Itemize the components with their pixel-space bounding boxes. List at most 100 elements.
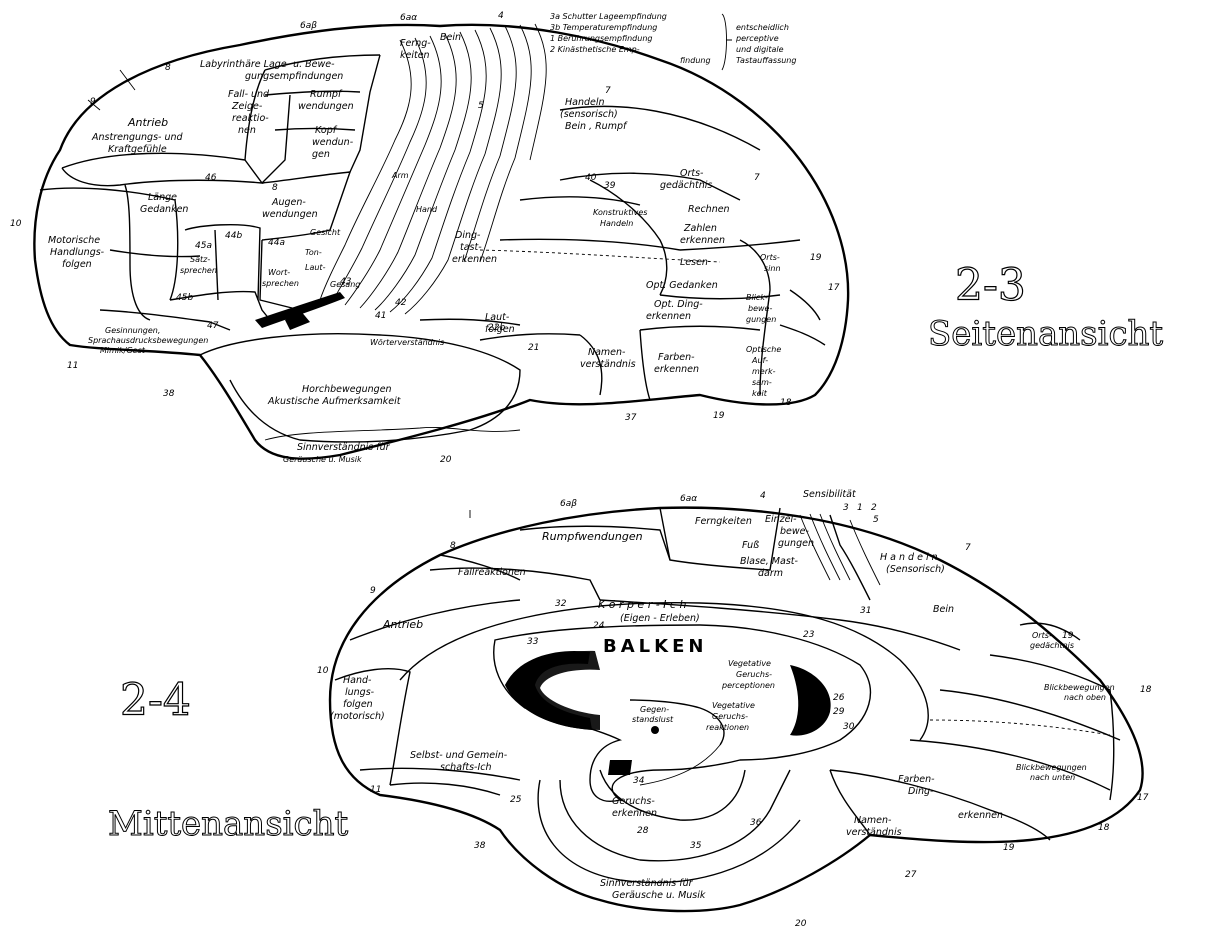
- region-label: Satz-: [190, 255, 210, 264]
- region-label: gedächtnis: [1030, 641, 1074, 650]
- region-label: lungs-: [345, 687, 375, 698]
- area-number: 10: [10, 219, 22, 229]
- area-number: 44b: [225, 231, 242, 241]
- region-label: folgen: [62, 259, 92, 270]
- region-label: gungen: [778, 538, 814, 549]
- balken-label: BALKEN: [603, 636, 707, 657]
- area-number: 30: [843, 722, 855, 732]
- region-label: gedächtnis: [660, 180, 712, 191]
- area-number: 46: [205, 173, 217, 183]
- area-number: 10: [317, 666, 329, 676]
- region-label: Wort-: [268, 268, 290, 277]
- region-label: Geruchs-: [612, 796, 655, 807]
- region-label: Sensibilität: [803, 489, 857, 500]
- region-label: perceptionen: [721, 681, 775, 690]
- legend-line: findung: [680, 56, 711, 65]
- region-label: Hand-: [343, 675, 372, 686]
- area-number: 18: [1098, 823, 1110, 833]
- region-label: erkennen: [452, 254, 497, 265]
- region-label: Handeln: [600, 219, 633, 228]
- region-label: Geräusche u. Musik: [612, 890, 706, 901]
- region-label: standslust: [632, 715, 674, 724]
- area-number: 37: [625, 413, 637, 423]
- region-label: sprechen: [180, 266, 217, 275]
- region-label: Gesang: [330, 280, 360, 289]
- area-number: 4: [760, 491, 766, 501]
- region-label: Antrieb: [382, 618, 423, 631]
- medial-view: [328, 506, 1144, 913]
- medial-area-numbers: 6aβ 6aα 4 5 7 8 9 10 11 32 24 33 31 23 1…: [317, 491, 1152, 929]
- region-label: Ding-: [908, 786, 934, 797]
- area-number: 27: [905, 870, 917, 880]
- region-label: Blickbewegungen: [1016, 763, 1087, 772]
- region-label: Blase, Mast-: [740, 556, 799, 567]
- region-label: Opt. Gedanken: [646, 280, 718, 291]
- region-label: keit: [752, 389, 768, 398]
- area-number: 44a: [268, 238, 285, 248]
- area-number: 19: [1062, 631, 1074, 641]
- area-number: 8: [165, 63, 171, 73]
- region-label: Ding-: [455, 230, 481, 241]
- area-number: 7: [605, 86, 611, 96]
- region-label: Konstruktives: [593, 208, 647, 217]
- region-label: Akustische Aufmerksamkeit: [267, 396, 402, 407]
- region-label: K ö r p e r - I c h: [598, 598, 686, 611]
- region-label: Sprachausdrucksbewegungen: [88, 336, 208, 345]
- area-number: 32: [555, 599, 567, 609]
- region-label: Rumpf: [310, 89, 343, 100]
- area-number: 29: [833, 707, 845, 717]
- region-label: Vegetative: [728, 659, 771, 668]
- legend-line: 2 Kinästhetische Emp-: [550, 45, 640, 54]
- region-label: Ton-: [305, 248, 322, 257]
- region-label: sinn: [764, 264, 781, 273]
- area-number: 20: [795, 919, 807, 928]
- area-number: 35: [690, 841, 702, 851]
- region-label: wendungen: [298, 101, 354, 112]
- legend-line: perceptive: [735, 34, 779, 43]
- region-label: bewe-: [780, 526, 809, 537]
- region-label: Gesicht: [310, 228, 341, 237]
- region-label: schafts-Ich: [440, 762, 492, 773]
- lateral-outline: [33, 23, 850, 460]
- region-label: erkennen: [680, 235, 725, 246]
- region-label: Sinnverständnis für: [600, 878, 694, 889]
- area-number: 8: [272, 183, 278, 193]
- region-label: gungsempfindungen: [245, 71, 343, 82]
- region-label: Einzel-: [765, 514, 797, 525]
- region-label: Farben-: [658, 352, 695, 363]
- region-label: Farben-: [898, 774, 935, 785]
- area-number: 11: [370, 785, 381, 795]
- area-number: 28: [637, 826, 649, 836]
- region-label: reaktionen: [706, 723, 749, 732]
- region-label: Länge: [148, 192, 177, 203]
- area-number: 17: [1137, 793, 1149, 803]
- region-label: Vegetative: [712, 701, 755, 710]
- area-number: 6aα: [400, 13, 417, 23]
- region-label: Fall- und: [228, 89, 270, 100]
- legend-line: 3b Temperaturempfindung: [550, 23, 657, 32]
- lateral-region-labels: Labyrinthäre Lage- u. Bewe- gungsempfind…: [48, 32, 781, 464]
- region-label: Geruchs-: [712, 712, 748, 721]
- region-label: nach unten: [1030, 773, 1075, 782]
- lateral-area-numbers: 6aβ 6aα 4 8 9 10 46 8 44b 44a 45a 45b 47…: [10, 11, 840, 465]
- region-label: (motorisch): [330, 711, 385, 722]
- area-number: 21: [528, 343, 539, 353]
- region-label: Blick-: [746, 293, 768, 302]
- legend-line: und digitale: [736, 45, 784, 54]
- figure-caption: Seitenansicht: [928, 314, 1163, 354]
- region-label: Anstrengungs- und: [91, 132, 184, 143]
- region-label: gungen: [746, 315, 776, 324]
- area-number: 31: [860, 606, 871, 616]
- region-label: Zeige-: [231, 101, 263, 112]
- region-label: tast-: [460, 242, 482, 253]
- area-number: 20: [440, 455, 452, 465]
- region-label: verständnis: [846, 827, 902, 838]
- area-number: 24: [593, 621, 605, 631]
- region-label: bewe-: [748, 304, 772, 313]
- region-label: wendun-: [312, 137, 354, 148]
- region-label: sprechen: [262, 279, 299, 288]
- region-label: Augen-: [271, 197, 306, 208]
- region-label: Opt. Ding-: [654, 299, 703, 310]
- region-label: Orts-: [1032, 631, 1052, 640]
- area-number: 1: [857, 503, 863, 513]
